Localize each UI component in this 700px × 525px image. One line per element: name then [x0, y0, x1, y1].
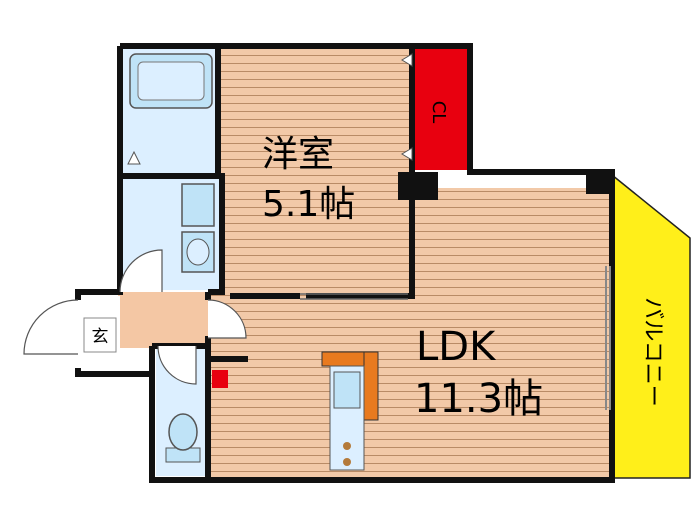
- entrance-label: 玄: [92, 327, 109, 347]
- toilet-icon: [168, 413, 198, 451]
- western-room-name: 洋室: [262, 134, 334, 175]
- closet-area: [414, 48, 468, 170]
- pillar: [398, 172, 438, 200]
- kitchen: [321, 351, 379, 471]
- door-swing: [119, 249, 163, 293]
- stove-burner-icon: [343, 458, 351, 466]
- washing-machine-drum: [186, 238, 210, 266]
- ldk-floor: [412, 188, 610, 478]
- bathtub-inner: [137, 61, 205, 101]
- western-room-size: 5.1帖: [262, 184, 355, 225]
- door-swing: [157, 345, 197, 385]
- ldk-name: LDK: [416, 324, 497, 370]
- hall-floor: [118, 292, 210, 348]
- washbasin-icon: [181, 183, 215, 227]
- stove-burner-icon: [343, 442, 351, 450]
- pillar: [586, 172, 614, 194]
- door-marker: [401, 53, 413, 67]
- door-swing: [207, 299, 247, 339]
- balcony-label: バルコニー: [640, 297, 665, 407]
- closet-label: CL: [428, 101, 449, 124]
- entrance-label-box: [83, 317, 117, 353]
- door-marker: [127, 150, 141, 165]
- sink-icon: [333, 371, 361, 409]
- western-room-floor: [220, 48, 412, 294]
- door-marker: [401, 147, 413, 161]
- pillar: [212, 370, 228, 388]
- pillar: [208, 356, 248, 362]
- ldk-size: 11.3帖: [414, 376, 543, 422]
- entrance-door-swing: [23, 299, 79, 355]
